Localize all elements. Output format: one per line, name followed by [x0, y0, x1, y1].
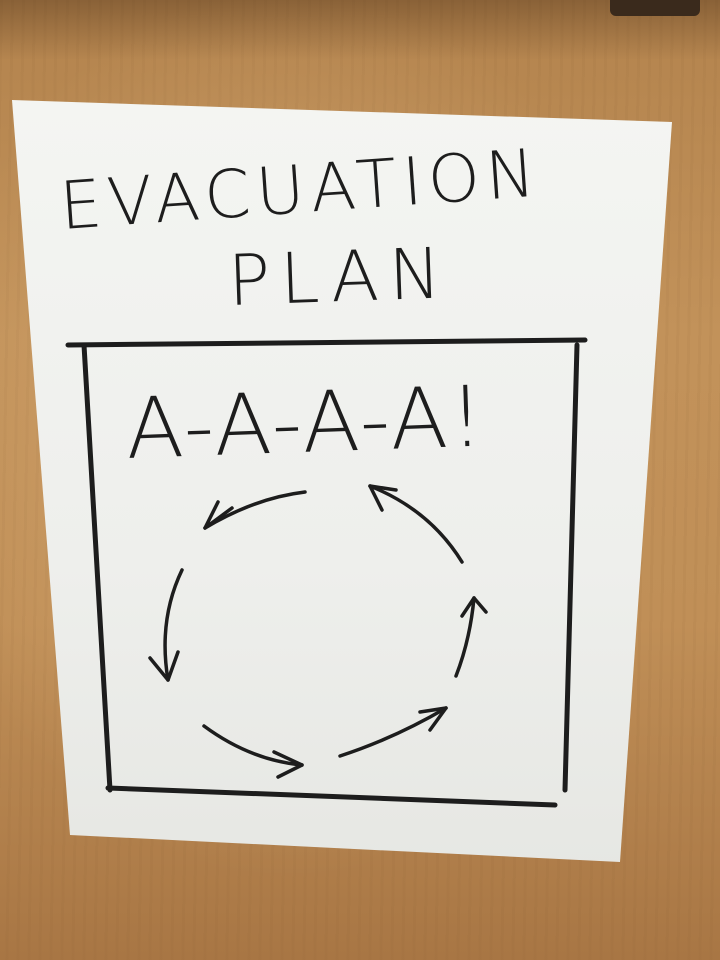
- plan-frame-left: [81, 342, 113, 793]
- door-top-fixture: [610, 0, 700, 16]
- plan-frame-bottom: [105, 785, 558, 808]
- door-top-shadow: [0, 0, 720, 60]
- plan-frame-right: [562, 342, 580, 793]
- arrow-left-icon: [148, 568, 184, 682]
- arrow-bottom-left-icon: [202, 724, 304, 779]
- arrow-top-right-icon: [368, 484, 464, 564]
- arrow-bottom-right-icon: [338, 706, 448, 758]
- plan-frame-top: [65, 337, 588, 348]
- paper-sign: [12, 100, 672, 862]
- arrow-right-icon: [454, 596, 488, 678]
- arrow-top-left-icon: [203, 490, 307, 530]
